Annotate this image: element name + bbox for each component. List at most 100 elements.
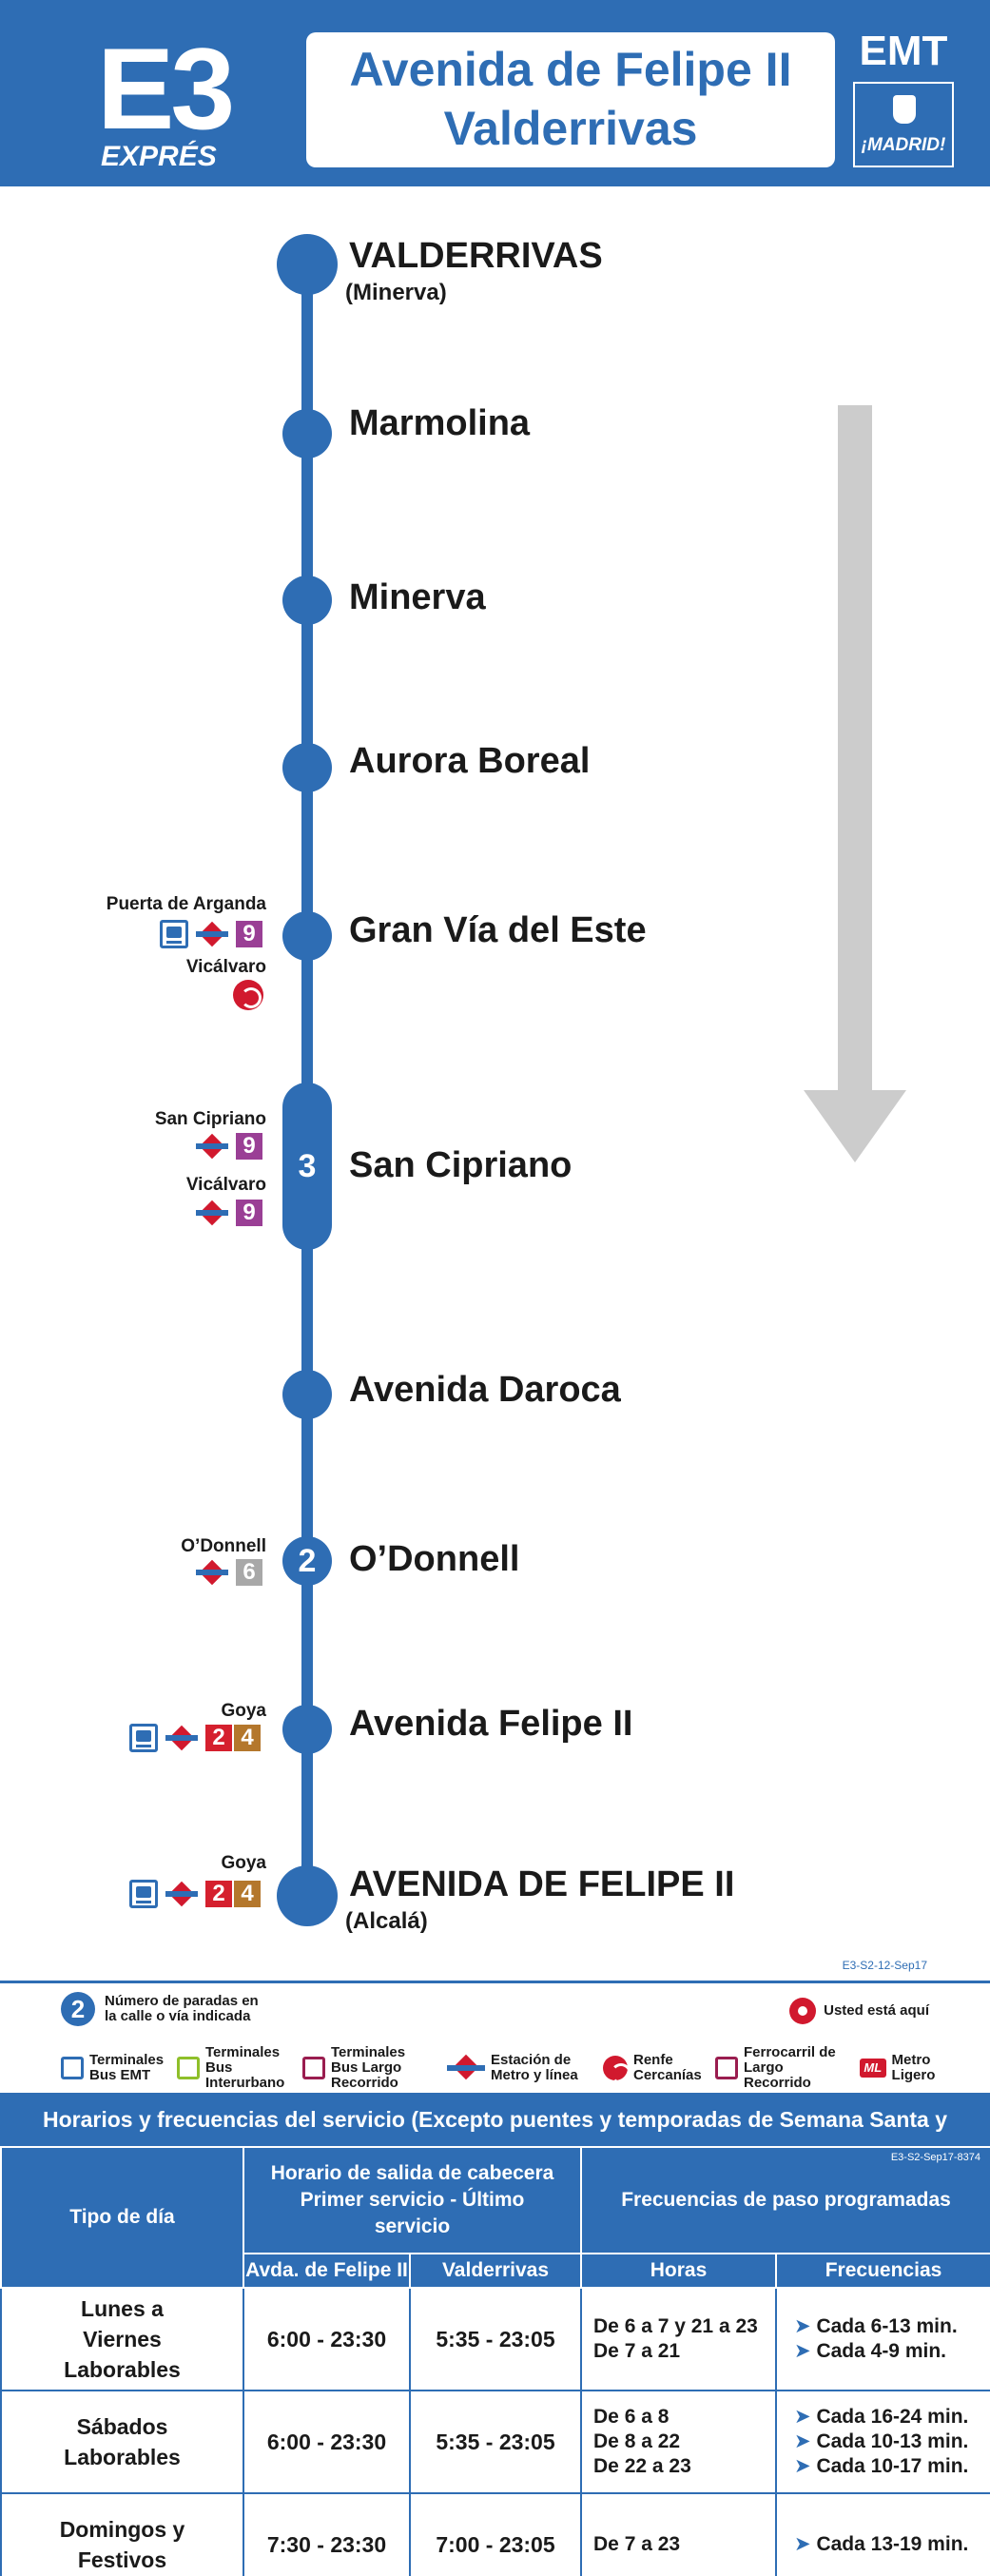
stop-marker	[282, 409, 332, 459]
hours-range: De 7 a 21	[593, 2340, 681, 2362]
header-origin-valderrivas: Valderrivas	[408, 2253, 583, 2289]
stop-name: AVENIDA DE FELIPE II	[349, 1864, 735, 1904]
schedule-code: E3-S2-Sep17-8374	[890, 2152, 981, 2163]
legend-label: Estación de Metro y línea	[491, 2052, 578, 2083]
schedule-title: Horarios y frecuencias del servicio (Exc…	[0, 2093, 990, 2185]
time-felipe: 7:30 - 23:30	[243, 2492, 411, 2576]
stop-marker	[277, 1865, 338, 1926]
hours-range: De 22 a 23	[593, 2455, 691, 2477]
operator-name: EMT	[859, 28, 948, 74]
connection-name: Goya	[221, 1701, 266, 1721]
time-felipe: 6:00 - 23:30	[243, 2287, 411, 2391]
destination-line2: Valderrivas	[443, 102, 698, 155]
legend-stops-count: 2 Número de paradas en la calle o vía in…	[61, 1992, 266, 2026]
metro-icon	[165, 1884, 198, 1903]
route-type: EXPRÉS	[101, 141, 217, 172]
metro-line-badge: 4	[234, 1881, 261, 1907]
renfe-icon	[603, 2056, 631, 2084]
connection-name: Puerta de Arganda	[106, 894, 266, 914]
stop-name: Marmolina	[349, 403, 531, 443]
connection-badges: 9	[196, 1133, 262, 1160]
stop-marker	[277, 234, 338, 295]
bus-long-distance-icon	[302, 2057, 325, 2079]
connection-badges: 2 4	[129, 1880, 261, 1908]
frequency-cell: Cada 13-19 min.	[775, 2492, 990, 2576]
legend-item: Renfe Cercanías	[603, 2052, 702, 2084]
legend-label: Terminales Bus Interurbano	[205, 2044, 285, 2091]
legend-item: Terminales Bus EMT	[61, 2052, 165, 2083]
header-origin-felipe: Avda. de Felipe II	[243, 2253, 411, 2289]
legend-item: Terminales Bus Largo Recorrido	[302, 2045, 426, 2091]
connection-name: O’Donnell	[181, 1536, 266, 1556]
day-type: Sábados Laborables	[0, 2390, 244, 2494]
legend-item: Ferrocarril de Largo Recorrido	[715, 2045, 839, 2091]
stop-count-icon: 2	[61, 1992, 95, 2026]
hours-cell: De 7 a 23	[580, 2492, 778, 2576]
metro-line-badge: 2	[205, 1881, 232, 1907]
connection-badges: 9	[196, 1200, 262, 1226]
legend-item: Estación de Metro y línea	[447, 2053, 582, 2083]
renfe-icon	[233, 980, 263, 1010]
bus-emt-icon	[160, 920, 188, 948]
bus-emt-icon	[129, 1880, 158, 1908]
metro-icon	[196, 1203, 228, 1222]
metro-icon	[196, 1563, 228, 1582]
reference-code: E3-S2-12-Sep17	[842, 1959, 927, 1972]
train-long-distance-icon	[715, 2057, 738, 2079]
time-valderrivas: 5:35 - 23:05	[408, 2287, 583, 2391]
legend-label: Número de paradas en la calle o vía indi…	[105, 1993, 259, 2024]
table-row: Lunes a Viernes Laborables 6:00 - 23:30 …	[0, 2287, 990, 2391]
connection-badges	[233, 980, 263, 1010]
bus-emt-icon	[129, 1724, 158, 1752]
you-are-here-icon	[789, 1998, 817, 2024]
stop-name: VALDERRIVAS	[349, 236, 603, 276]
stop-count-marker: 3	[282, 1083, 332, 1250]
madrid-logo: ¡MADRID!	[853, 82, 954, 167]
destination-box: Avenida de Felipe II Valderrivas	[306, 32, 835, 167]
table-row: Domingos y Festivos 7:30 - 23:30 7:00 - …	[0, 2492, 990, 2576]
schedule-table: Tipo de día Horario de salida de cabecer…	[0, 2146, 990, 2576]
stop-count-marker: 2	[282, 1536, 332, 1586]
header-hours: Horas	[580, 2253, 778, 2289]
stop-name: Avenida Felipe II	[349, 1704, 633, 1744]
stop-name: Avenida Daroca	[349, 1370, 621, 1410]
hours-range: De 6 a 8	[593, 2406, 670, 2428]
header: E3 EXPRÉS Avenida de Felipe II Valderriv…	[0, 0, 990, 186]
direction-arrow-head-icon	[804, 1090, 906, 1162]
metro-icon	[447, 2058, 485, 2078]
stop-marker	[282, 1705, 332, 1754]
header-frequencies-group: E3-S2-Sep17-8374 Frecuencias de paso pro…	[580, 2146, 990, 2254]
connection-name: Goya	[221, 1853, 266, 1873]
metro-icon	[196, 1137, 228, 1156]
header-first-last: Horario de salida de cabecera Primer ser…	[242, 2146, 583, 2254]
legend-label: Renfe Cercanías	[633, 2052, 702, 2083]
frequency-cell: Cada 6-13 min. Cada 4-9 min.	[775, 2287, 990, 2391]
table-row: Sábados Laborables 6:00 - 23:30 5:35 - 2…	[0, 2390, 990, 2494]
metro-icon	[196, 925, 228, 944]
stop-subname: (Minerva)	[345, 280, 447, 305]
frequency-cell: Cada 16-24 min. Cada 10-13 min. Cada 10-…	[775, 2390, 990, 2494]
frequency-value: Cada 13-19 min.	[794, 2532, 990, 2557]
connection-badges: 2 4	[129, 1724, 261, 1752]
legend-label: Usted está aquí	[824, 2002, 929, 2019]
metro-line-badge: 9	[236, 1133, 262, 1160]
frequency-value: Cada 10-17 min.	[794, 2454, 990, 2479]
legend-label: Terminales Bus EMT	[89, 2052, 165, 2083]
stop-marker	[282, 911, 332, 961]
legend-label: Metro Ligero	[891, 2052, 936, 2083]
legend-you-are-here: Usted está aquí	[789, 1998, 929, 2024]
hours-cell: De 6 a 7 y 21 a 23 De 7 a 21	[580, 2287, 778, 2391]
metro-ligero-icon: ML	[860, 2059, 886, 2078]
stop-marker	[282, 576, 332, 625]
madrid-crest-icon	[893, 95, 916, 124]
metro-line-badge: 2	[205, 1725, 232, 1751]
hours-range: De 7 a 23	[593, 2533, 681, 2555]
frequency-value: Cada 6-13 min.	[794, 2314, 990, 2339]
bus-interurban-icon	[177, 2057, 200, 2079]
connection-badges: 9	[160, 920, 262, 948]
legend-label: Terminales Bus Largo Recorrido	[331, 2044, 406, 2091]
connection-name: Vicálvaro	[185, 1175, 266, 1195]
metro-line-badge: 9	[236, 921, 262, 947]
hours-range: De 6 a 7 y 21 a 23	[593, 2315, 758, 2337]
time-valderrivas: 7:00 - 23:05	[408, 2492, 583, 2576]
